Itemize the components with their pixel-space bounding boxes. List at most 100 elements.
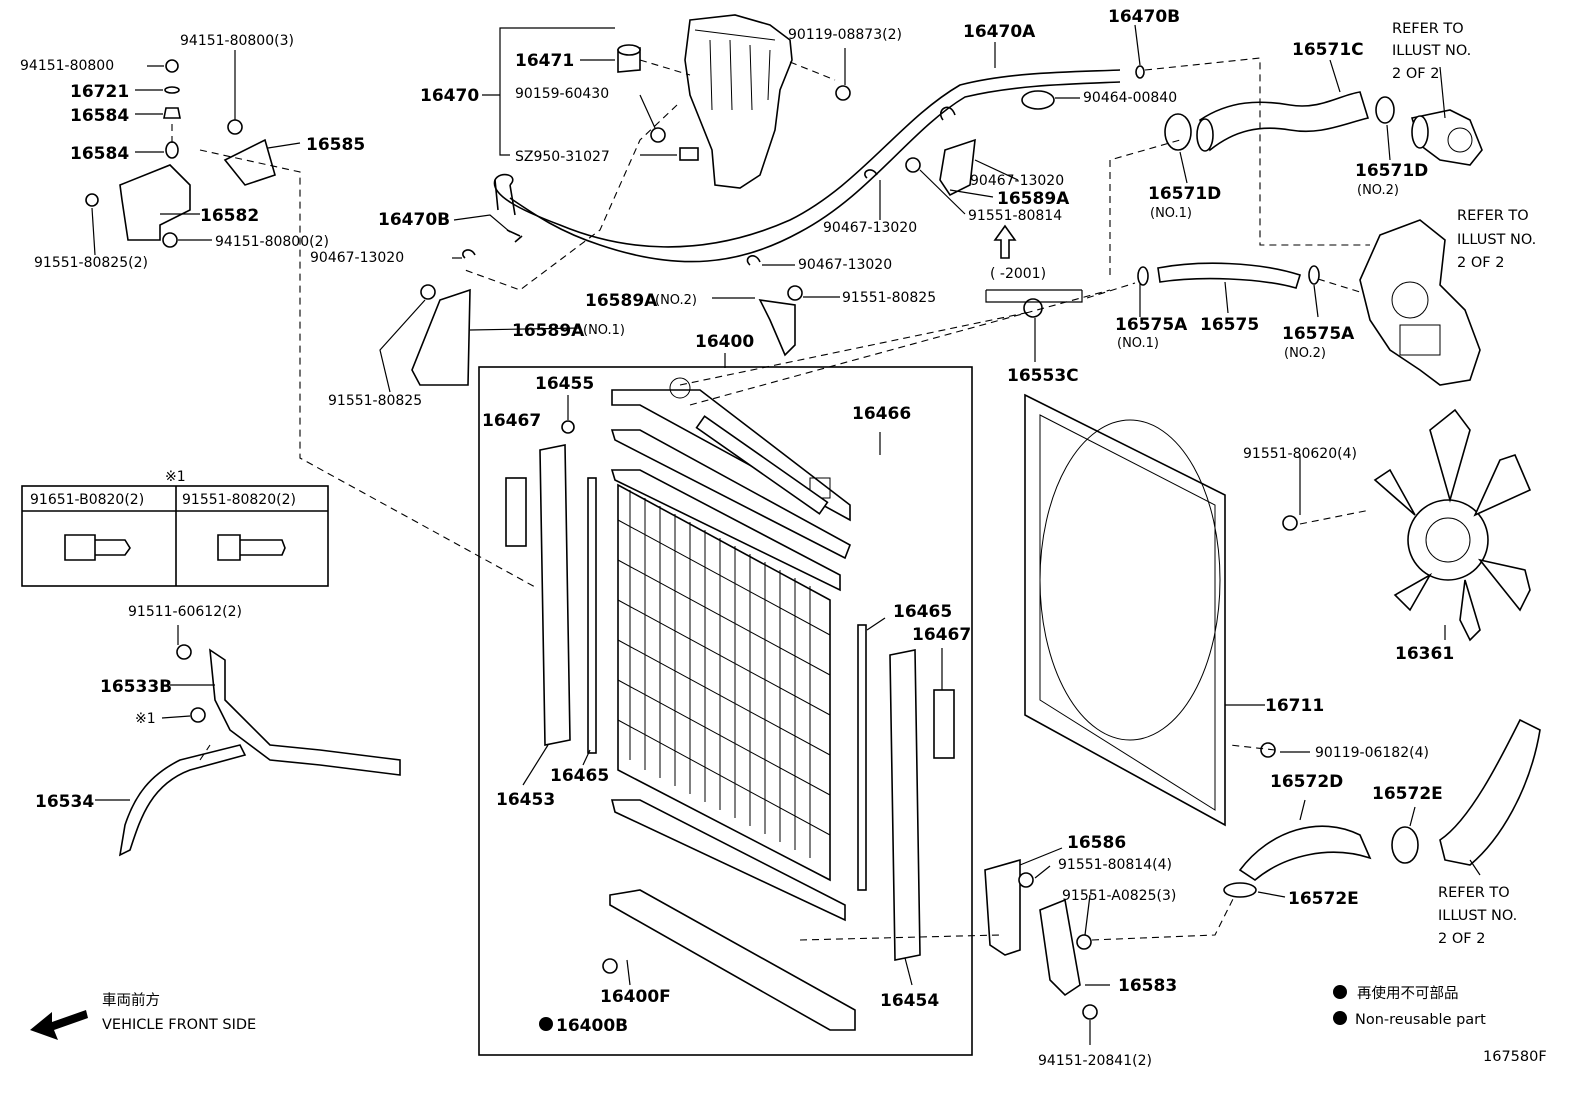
- label-90464-00840: 90464-00840: [1083, 90, 1177, 106]
- label-16470a: 16470A: [963, 22, 1036, 42]
- label-16589a-no2-note: (NO.2): [655, 293, 697, 308]
- label-16467-b: 16467: [912, 625, 971, 645]
- overflow-hose-drawing: [493, 69, 1121, 263]
- label-16575a-no2: 16575A: [1282, 324, 1355, 344]
- label-16400f: 16400F: [600, 987, 671, 1007]
- bracket-16453-drawing: [539, 444, 571, 746]
- label-16583: 16583: [1118, 976, 1177, 996]
- fasteners: [85, 59, 1298, 1020]
- leader-lines: [91, 24, 1481, 1045]
- label-16584-b: 16584: [70, 144, 129, 164]
- label-16400: 16400: [695, 332, 754, 352]
- label-91551-80825-2: 91551-80825(2): [34, 255, 148, 271]
- label-16721: 16721: [70, 82, 129, 102]
- label-91551-80825-c: 91551-80825: [328, 393, 422, 409]
- non-reusable-dot-16400b: [539, 1017, 553, 1031]
- bracket-16583-drawing: [1039, 898, 1081, 997]
- label-90467-13020-d: 90467-13020: [798, 257, 892, 273]
- label-91511-60612-2: 91511-60612(2): [128, 604, 242, 620]
- label-16455: 16455: [535, 374, 594, 394]
- label-16471: 16471: [515, 51, 574, 71]
- label-94151-80800: 94151-80800: [20, 58, 114, 74]
- label-16589a-no1-note: (NO.1): [583, 323, 625, 338]
- side-seal-16466-drawing: [695, 415, 829, 515]
- bracket-16454-drawing: [889, 649, 921, 961]
- refer-2-line3: 2 OF 2: [1457, 255, 1504, 271]
- label-91551-a0825-3: 91551-A0825(3): [1062, 888, 1176, 904]
- label-16470b-left: 16470B: [378, 210, 450, 230]
- upper-hose-drawing: [1196, 91, 1370, 152]
- bracket-16589a-no2-drawing: [758, 298, 796, 357]
- refer-3-line3: 2 OF 2: [1438, 931, 1485, 947]
- lower-outlet-pipe-drawing: [1439, 718, 1541, 866]
- radiator-core-drawing: [609, 377, 856, 1031]
- bolt-table-col1: 91651-B0820(2): [30, 492, 144, 508]
- label-16466: 16466: [852, 404, 911, 424]
- label-16571d-no2: 16571D: [1355, 161, 1428, 181]
- label-16572e-a: 16572E: [1372, 784, 1443, 804]
- cooling-fan-drawing: [1373, 408, 1532, 642]
- bracket-16585-drawing: [223, 138, 276, 186]
- side-seal-16465-right-drawing: [857, 624, 867, 891]
- legend-jp: 再使用不可部品: [1357, 985, 1459, 1002]
- clamp-16572e-drawing: [1391, 826, 1419, 864]
- label-16575a-no1-note: (NO.1): [1117, 336, 1159, 351]
- direction-en: VEHICLE FRONT SIDE: [102, 1017, 256, 1033]
- label-91551-80814: 91551-80814: [968, 208, 1062, 224]
- stay-16534-drawing: [118, 744, 247, 857]
- refer-2-line1: REFER TO: [1457, 208, 1529, 224]
- fan-shroud-drawing: [1024, 393, 1226, 827]
- label-sz950-31027: SZ950-31027: [515, 149, 610, 165]
- vehicle-front-arrow-icon: [30, 1010, 88, 1040]
- legend-dot-jp: [1333, 985, 1347, 999]
- label-16572d: 16572D: [1270, 772, 1343, 792]
- water-outlet-drawing: [1410, 109, 1483, 166]
- pad-16467-left-drawing: [505, 477, 527, 547]
- water-pump-drawing: [1359, 219, 1481, 386]
- stay-16533b-drawing: [209, 648, 401, 776]
- label-16572e-b: 16572E: [1288, 889, 1359, 909]
- label-16553c: 16553C: [1007, 366, 1079, 386]
- legend-en: Non-reusable part: [1355, 1012, 1486, 1028]
- label-16586: 16586: [1067, 833, 1126, 853]
- bracket-16586-drawing: [984, 858, 1021, 956]
- label-16584-a: 16584: [70, 106, 129, 126]
- label-x1: ※1: [135, 711, 156, 727]
- refer-1-line3: 2 OF 2: [1392, 66, 1439, 82]
- label-16465-a: 16465: [893, 602, 952, 622]
- label-16470b-top: 16470B: [1108, 7, 1180, 27]
- clamp-16571d-no2-drawing: [1375, 96, 1395, 124]
- label-16582: 16582: [200, 206, 259, 226]
- bolt-table: [21, 485, 329, 587]
- clamp-16572e-lower-drawing: [1223, 882, 1257, 898]
- tank-cap-drawing: [617, 44, 641, 73]
- refer-3-line1: REFER TO: [1438, 885, 1510, 901]
- label-94151-20841-2: 94151-20841(2): [1038, 1053, 1152, 1069]
- label-90467-13020-c: 90467-13020: [310, 250, 404, 266]
- label-91551-80825-b: 91551-80825: [842, 290, 936, 306]
- part-labels: 94151-80800(3) 94151-80800 16721 16584 1…: [20, 7, 1547, 1069]
- label-90467-13020-b: 90467-13020: [823, 220, 917, 236]
- label-16575a-no1: 16575A: [1115, 315, 1188, 335]
- label-16361: 16361: [1395, 644, 1454, 664]
- diagram-id: 167580F: [1483, 1049, 1547, 1065]
- label-16400b: 16400B: [556, 1016, 628, 1036]
- label-94151-80800-2: 94151-80800(2): [215, 234, 329, 250]
- label-16589a-no2: 16589A: [585, 291, 658, 311]
- bracket-16582-drawing: [119, 164, 191, 241]
- refer-2-line2: ILLUST NO.: [1457, 232, 1536, 248]
- pad-16467-right-drawing: [933, 689, 955, 759]
- label-16571d-no1: 16571D: [1148, 184, 1221, 204]
- label-16454: 16454: [880, 991, 939, 1011]
- label-91551-80620-4: 91551-80620(4): [1243, 446, 1357, 462]
- label-16453: 16453: [496, 790, 555, 810]
- bracket-16589a-drawing: [939, 138, 976, 197]
- bolt-table-col2: 91551-80820(2): [182, 492, 296, 508]
- up-arrow-icon: [993, 224, 1017, 259]
- label-90119-08873-2: 90119-08873(2): [788, 27, 902, 43]
- label-90467-13020-a: 90467-13020: [970, 173, 1064, 189]
- connection-lines: [171, 57, 1371, 941]
- label-16534: 16534: [35, 792, 94, 812]
- bracket-16589a-no1-drawing: [411, 288, 471, 386]
